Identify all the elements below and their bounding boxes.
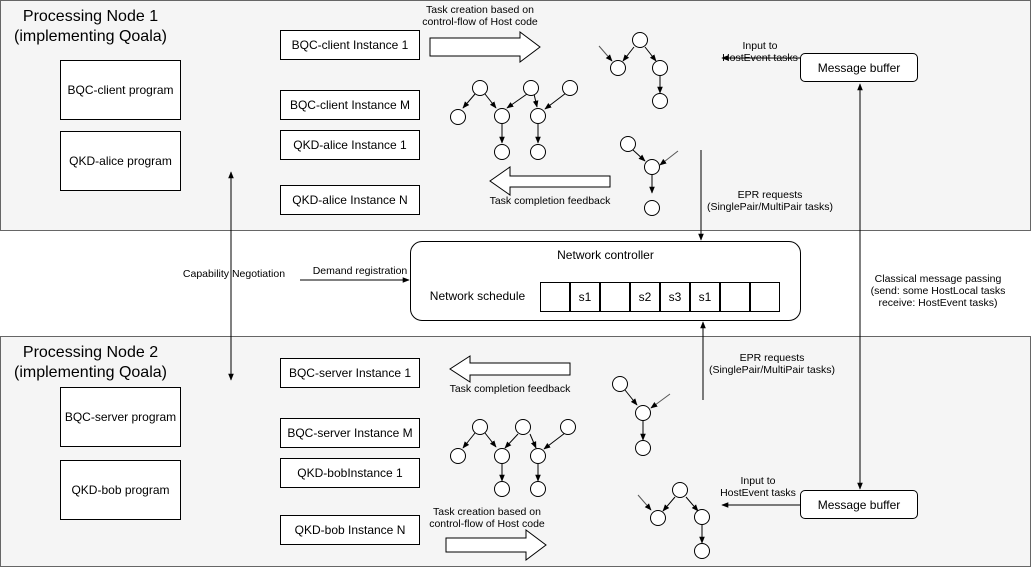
epr-requests-label-node-1: EPR requests (SinglePair/MultiPair tasks… xyxy=(700,189,840,213)
instance-box-qkd-bob-n[interactable]: QKD-bob Instance N xyxy=(280,515,420,545)
task-creation-line1: Task creation based on xyxy=(433,506,541,518)
schedule-slot: s3 xyxy=(660,282,690,312)
instance-box-bqc-server-1[interactable]: BQC-server Instance 1 xyxy=(280,358,420,388)
task-graph-node-1-b xyxy=(450,80,578,160)
schedule-slot: s1 xyxy=(690,282,720,312)
input-line2: HostEvent tasks xyxy=(720,487,796,499)
capability-negotiation-label: Capability Negotiation xyxy=(182,268,286,280)
completion-feedback-arrow-node-1 xyxy=(489,166,611,196)
task-creation-label-node-2: Task creation based on control-flow of H… xyxy=(412,506,562,530)
program-box-bqc-client[interactable]: BQC-client program xyxy=(60,60,181,120)
input-line1: Input to xyxy=(740,475,776,487)
classical-message-passing-label: Classical message passing (send: some Ho… xyxy=(866,273,1010,309)
completion-feedback-arrow-node-2 xyxy=(449,355,571,383)
classical-line1: Classical message passing xyxy=(874,273,1002,285)
task-graph-node-1-a xyxy=(598,32,668,109)
node-1-title-line2: (implementing Qoala) xyxy=(14,28,167,45)
schedule-slot xyxy=(720,282,750,312)
schedule-slot xyxy=(540,282,570,312)
epr-line1: EPR requests xyxy=(737,189,803,201)
instance-box-qkd-alice-1[interactable]: QKD-alice Instance 1 xyxy=(280,130,420,160)
message-buffer-node-1[interactable]: Message buffer xyxy=(800,53,918,82)
task-graph-node-2-b xyxy=(450,419,576,497)
task-graph-node-2-c xyxy=(637,482,710,559)
node-2-title-line1: Processing Node 2 xyxy=(22,344,159,361)
task-creation-line1: Task creation based on xyxy=(426,4,534,16)
node-1-title-line1: Processing Node 1 xyxy=(22,8,159,25)
program-box-bqc-server[interactable]: BQC-server program xyxy=(60,387,181,447)
network-schedule-label: Network schedule xyxy=(429,289,526,303)
task-creation-line2: control-flow of Host code xyxy=(429,518,545,530)
demand-registration-label: Demand registration xyxy=(312,265,408,277)
instance-box-bqc-client-m[interactable]: BQC-client Instance M xyxy=(280,90,420,120)
task-graph-node-2-a xyxy=(612,376,671,456)
classical-line3: receive: HostEvent tasks) xyxy=(878,297,998,309)
program-box-qkd-bob[interactable]: QKD-bob program xyxy=(60,460,181,520)
task-creation-label-node-1: Task creation based on control-flow of H… xyxy=(405,4,555,28)
program-box-qkd-alice[interactable]: QKD-alice program xyxy=(60,131,181,191)
schedule-slot: s1 xyxy=(570,282,600,312)
input-hostevent-label-node-2: Input to HostEvent tasks xyxy=(710,475,806,499)
schedule-slot xyxy=(750,282,780,312)
node-2-title-line2: (implementing Qoala) xyxy=(14,364,167,381)
node-2-title: Processing Node 2 (implementing Qoala) xyxy=(8,343,173,383)
task-creation-arrow-node-1 xyxy=(429,31,541,63)
instance-box-qkd-alice-n[interactable]: QKD-alice Instance N xyxy=(280,185,420,215)
task-creation-arrow-node-2 xyxy=(445,529,547,561)
epr-requests-label-node-2: EPR requests (SinglePair/MultiPair tasks… xyxy=(702,352,842,376)
epr-line2: (SinglePair/MultiPair tasks) xyxy=(708,364,836,376)
schedule-slot xyxy=(600,282,630,312)
instance-box-bqc-client-1[interactable]: BQC-client Instance 1 xyxy=(280,30,420,60)
epr-line2: (SinglePair/MultiPair tasks) xyxy=(706,201,834,213)
task-creation-line2: control-flow of Host code xyxy=(422,16,538,28)
instance-box-bqc-server-m[interactable]: BQC-server Instance M xyxy=(280,418,420,448)
message-buffer-node-2[interactable]: Message buffer xyxy=(800,490,918,519)
input-line1: Input to xyxy=(742,40,778,52)
network-controller-title: Network controller xyxy=(557,248,654,262)
node-1-title: Processing Node 1 (implementing Qoala) xyxy=(8,7,173,47)
completion-feedback-label-node-2: Task completion feedback xyxy=(449,383,571,395)
schedule-slot: s2 xyxy=(630,282,660,312)
task-graph-node-1-c xyxy=(620,136,679,216)
epr-line1: EPR requests xyxy=(739,352,805,364)
classical-line2: (send: some HostLocal tasks xyxy=(870,285,1006,297)
instance-box-qkd-bob-1[interactable]: QKD-bobInstance 1 xyxy=(280,458,420,488)
completion-feedback-label-node-1: Task completion feedback xyxy=(489,195,611,207)
